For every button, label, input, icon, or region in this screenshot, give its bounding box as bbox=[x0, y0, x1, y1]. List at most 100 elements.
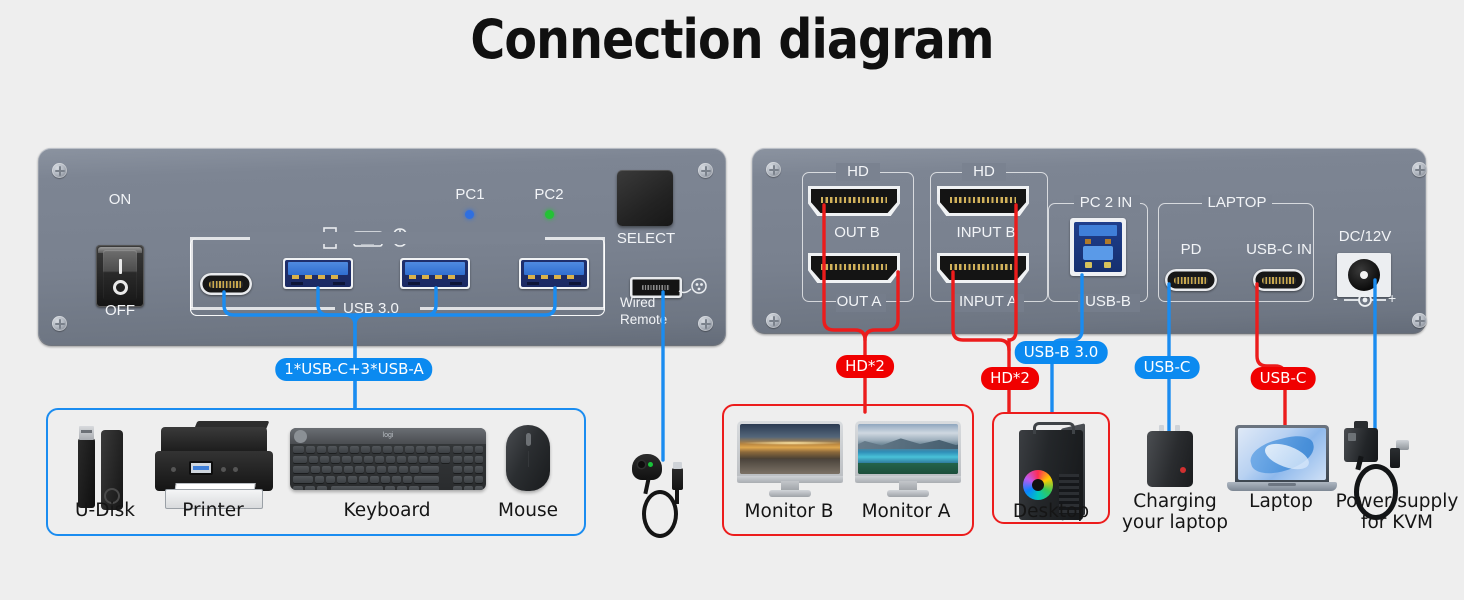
page-title: Connection diagram bbox=[470, 8, 994, 71]
hd-in-group-label: HD bbox=[973, 163, 995, 180]
bracket-left-edge bbox=[190, 240, 193, 308]
monitor-neck bbox=[899, 481, 917, 491]
port-usb-c-in[interactable] bbox=[1253, 269, 1305, 291]
device-label-u-disk: U-Disk bbox=[75, 500, 135, 521]
remote-cable-coil bbox=[642, 490, 678, 538]
usb-c-contacts bbox=[209, 280, 243, 288]
input-b-label: INPUT B bbox=[956, 224, 1016, 241]
port-usb-c[interactable] bbox=[200, 273, 252, 295]
wired-remote-label-1: Wired bbox=[620, 295, 656, 310]
psu-label-line2: for KVM bbox=[1360, 512, 1434, 533]
hd-out-label-mask bbox=[836, 163, 880, 181]
port-dc-12v[interactable] bbox=[1337, 253, 1391, 297]
screw-icon bbox=[766, 313, 781, 328]
u-disk-device bbox=[78, 424, 128, 516]
laptop-device bbox=[1227, 425, 1337, 497]
usb-group-label: USB 3.0 bbox=[343, 300, 399, 317]
monitor-screen bbox=[740, 424, 840, 474]
psu-barrel-tip bbox=[1396, 440, 1409, 450]
charger-label-line2: your laptop bbox=[1121, 512, 1228, 533]
pd-label: PD bbox=[1180, 241, 1202, 258]
usb-c-in-label: USB-C IN bbox=[1246, 241, 1312, 258]
pc2-label-mask bbox=[1074, 195, 1140, 213]
port-hd-input-b[interactable] bbox=[937, 186, 1029, 216]
power-on-label: ON bbox=[108, 191, 132, 208]
device-label-desktop: Desktop bbox=[1012, 501, 1090, 522]
screw-icon bbox=[1412, 313, 1427, 328]
keyboard-device: logi bbox=[290, 428, 486, 490]
led-label-pc1: PC1 bbox=[455, 186, 485, 203]
keyboard-logo: logi bbox=[382, 432, 394, 439]
screw-icon bbox=[698, 316, 713, 331]
usb-stick-body bbox=[101, 430, 123, 510]
usb-stick-metal bbox=[78, 426, 95, 508]
switch-face bbox=[103, 250, 137, 300]
laptop-screen bbox=[1238, 428, 1326, 480]
psu-label-line1: Power supply bbox=[1335, 491, 1459, 512]
remote-button bbox=[632, 454, 662, 480]
power-switch[interactable] bbox=[96, 245, 144, 307]
hd-in-label-mask bbox=[962, 163, 1006, 181]
monitor-bezel bbox=[855, 421, 961, 483]
usbb-label-mask bbox=[1078, 294, 1140, 312]
desktop-device bbox=[1013, 422, 1091, 522]
port-usb-a-2[interactable] bbox=[400, 258, 470, 289]
wired-remote-device bbox=[632, 450, 694, 542]
select-button[interactable] bbox=[617, 170, 673, 226]
screw-icon bbox=[766, 162, 781, 177]
switch-off-mark-icon bbox=[112, 280, 128, 295]
device-label-laptop: Laptop bbox=[1249, 491, 1313, 512]
bracket-top-mask bbox=[190, 232, 605, 244]
port-hd-out-b[interactable] bbox=[808, 186, 900, 216]
mouse-device bbox=[506, 425, 550, 491]
badge-hd-in: HD*2 bbox=[981, 367, 1039, 390]
badge-usb-bundle: 1*USB-C+3*USB-A bbox=[275, 358, 433, 381]
screw-icon bbox=[1412, 162, 1427, 177]
port-micro-usb-remote[interactable] bbox=[630, 277, 682, 298]
badge-usb-c-in: USB-C bbox=[1250, 367, 1316, 390]
dc-label: DC/12V bbox=[1338, 228, 1392, 245]
polarity-plus: + bbox=[1388, 290, 1397, 306]
badge-usb-c-pd: USB-C bbox=[1134, 356, 1200, 379]
laptop-lid bbox=[1235, 425, 1329, 483]
charger-prong bbox=[1175, 425, 1180, 433]
port-usb-a-3[interactable] bbox=[519, 258, 589, 289]
monitor-screen bbox=[858, 424, 958, 474]
usb-b-label: USB-B bbox=[1085, 293, 1131, 310]
charger-body bbox=[1147, 431, 1193, 487]
wired-remote-label-2: Remote bbox=[620, 312, 668, 327]
badge-usb-b-30: USB-B 3.0 bbox=[1014, 341, 1108, 364]
peripherals-group-box bbox=[46, 408, 586, 536]
bracket-bottom-right bbox=[420, 307, 605, 310]
keyboard-dial bbox=[294, 430, 307, 443]
input-a-label: INPUT A bbox=[958, 293, 1018, 310]
psu-cable-coil bbox=[1354, 464, 1398, 520]
monitors-group-box bbox=[722, 404, 974, 536]
monitor-base bbox=[887, 490, 929, 497]
device-label-monitor-b: Monitor B bbox=[744, 501, 834, 522]
remote-plug bbox=[672, 462, 683, 490]
printer-screen bbox=[189, 461, 213, 475]
charger-label-line1: Charging bbox=[1133, 491, 1217, 512]
badge-hd-out: HD*2 bbox=[836, 355, 894, 378]
port-hd-out-a[interactable] bbox=[808, 253, 900, 283]
port-usb-a-1[interactable] bbox=[283, 258, 353, 289]
bracket-right-edge bbox=[602, 240, 605, 308]
device-label-mouse: Mouse bbox=[497, 500, 559, 521]
printer-device bbox=[155, 421, 273, 511]
tower-vent bbox=[1059, 474, 1079, 514]
keyboard-top-bar: logi bbox=[290, 428, 486, 444]
device-label-power-supply: Power supply for KVM bbox=[1332, 491, 1462, 533]
port-hd-input-a[interactable] bbox=[937, 253, 1029, 283]
mouse-wheel bbox=[525, 433, 531, 446]
pc2-in-label: PC 2 IN bbox=[1079, 194, 1133, 211]
remote-lead bbox=[643, 477, 651, 495]
port-pd[interactable] bbox=[1165, 269, 1217, 291]
monitor-base bbox=[769, 490, 811, 497]
port-usb-b[interactable] bbox=[1070, 218, 1126, 276]
dc-center-pin bbox=[1360, 271, 1368, 279]
wallpaper-sunset-lake bbox=[740, 424, 840, 474]
polarity-symbol-icon bbox=[1344, 293, 1386, 307]
select-label: SELECT bbox=[616, 230, 676, 247]
